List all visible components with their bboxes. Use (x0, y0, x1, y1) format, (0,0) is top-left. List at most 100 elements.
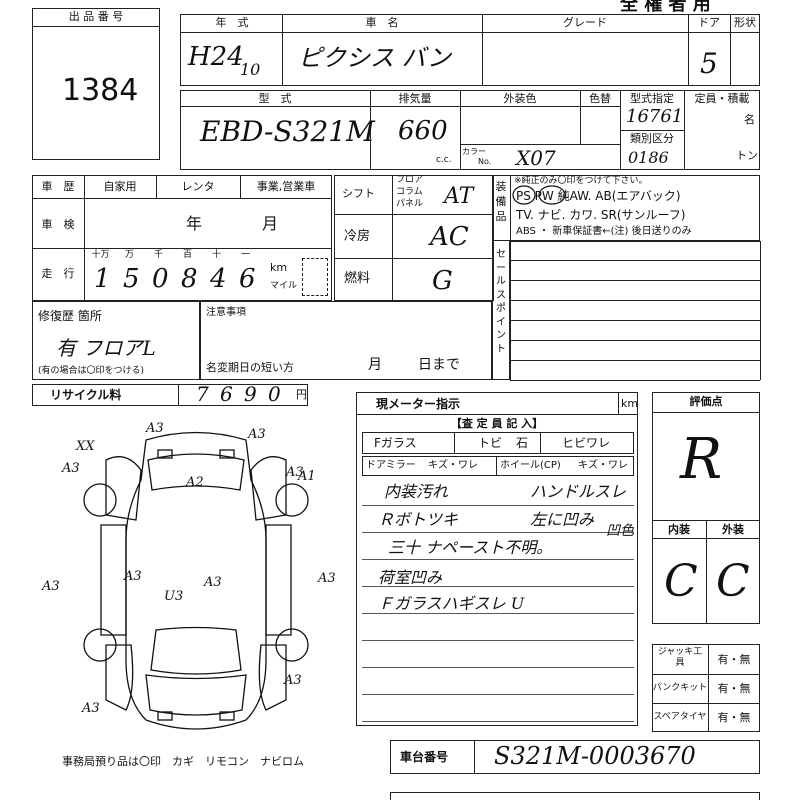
history-business: 事業,営業車 (256, 180, 316, 193)
header-row-2 (180, 90, 760, 170)
fuel-value: G (432, 266, 453, 296)
note-line (362, 640, 634, 641)
equip-note: ※純正のみ〇印をつけて下さい。 (514, 176, 648, 186)
note-7: Ｆガラスハギスレ U (378, 594, 525, 613)
shape-label: 形状 (734, 16, 756, 29)
interior-value: C (664, 556, 698, 607)
capacity-label: 定員・積載 (694, 92, 750, 105)
damage-mark: A3 (145, 421, 164, 436)
mileage-digit: 4 (210, 264, 227, 294)
office-items: 事務局預り品は〇印 カギ リモコン ナビロム (62, 755, 304, 768)
shift-floor: フロア (396, 175, 424, 185)
type-label: 型式指定 (630, 92, 674, 105)
equip-label: 装備品 (495, 180, 507, 223)
note-5: 三十 ナペースト不明。 (388, 538, 553, 557)
mirror-row (362, 456, 634, 476)
note-line (362, 559, 634, 560)
repair-label: 修復歴 箇所 (38, 309, 102, 323)
class-value: 0186 (628, 148, 669, 167)
puncture-yes-no[interactable]: 有・無 (717, 682, 751, 695)
tools-box (652, 644, 760, 732)
note-line (362, 586, 634, 587)
km-unit: km (270, 261, 288, 274)
inspector-label: 【査 定 員 記 入】 (450, 417, 544, 430)
attention-box (200, 301, 492, 380)
note-6: 荷室凹み (378, 568, 443, 587)
recycle-label: リサイクル料 (50, 388, 122, 402)
mileage-digit: 5 (123, 264, 140, 294)
damage-mark: U3 (164, 589, 183, 604)
shift-label: シフト (342, 187, 375, 200)
recycle-digit: 0 (268, 382, 281, 406)
note-line (362, 667, 634, 668)
exterior-rating-label: 外装 (722, 523, 744, 536)
note-3: Ｒボトツキ (378, 510, 459, 529)
rating-label: 評価点 (689, 395, 723, 408)
note-1: 内装汚れ (384, 482, 449, 501)
mile-checkbox[interactable] (302, 258, 328, 296)
owner-label: 全 権 者 用 (620, 0, 711, 15)
puncture-label: パンクキット (652, 683, 708, 693)
damage-mark: A1 (297, 469, 316, 484)
spare-yes-no[interactable]: 有・無 (717, 711, 751, 724)
disp-unit: c.c. (436, 155, 452, 165)
note-line (362, 613, 634, 614)
f-glass-label: Fガラス (374, 436, 417, 450)
disp-label: 排気量 (398, 92, 432, 105)
equipment-box (492, 175, 760, 241)
equip-line-2: TV. ナビ. カワ. SR(サンルーフ) (516, 208, 686, 222)
exterior-value: C (716, 556, 750, 607)
door-value: 5 (700, 47, 718, 80)
disp-value: 660 (398, 116, 448, 146)
color-change-label: 色替 (589, 92, 611, 105)
note-line (362, 532, 634, 533)
inspection-month-unit: 月 (262, 214, 279, 233)
equip-circles (512, 185, 566, 205)
mileage-digit-label: 百 (182, 250, 192, 260)
shift-value: AT (444, 184, 474, 209)
meter-label: 現メーター指示 (376, 397, 461, 411)
damage-mark: XX (75, 439, 95, 454)
model-label: 型 式 (258, 92, 292, 105)
mile-unit: マイル (270, 281, 298, 291)
color-value: X07 (516, 146, 556, 170)
sales-point-box (492, 241, 510, 380)
shift-column: コラム (396, 187, 423, 197)
note-right: 凹色 (606, 523, 634, 539)
repair-box (32, 301, 200, 380)
spare-label: スペアタイヤ (653, 712, 707, 722)
jack-yes-no[interactable]: 有・無 (717, 653, 751, 666)
mileage-digit-label: 十万 (91, 250, 110, 260)
mirror-options: キズ・ワレ (428, 460, 478, 471)
note-line (362, 721, 634, 722)
mileage-digit-label: 十 (211, 250, 221, 260)
recycle-digit: 6 (220, 382, 233, 406)
chassis-box (390, 740, 760, 774)
damage-mark: A3 (61, 461, 80, 476)
shift-panel: パネル (396, 199, 424, 209)
equip-line-1: PS PW 純AW. AB(エアバック) (516, 189, 681, 203)
meter-unit: km (621, 397, 639, 410)
interior-label: 内装 (668, 523, 690, 536)
glass-row (362, 432, 634, 454)
mileage-digit-label: 一 (240, 250, 250, 260)
damage-mark: A3 (285, 465, 304, 480)
exterior-label: 外装色 (503, 92, 537, 105)
lot-number-box (32, 8, 160, 160)
tobi-label: トビ (478, 436, 503, 450)
mileage-digit-label: 万 (124, 250, 134, 260)
mileage-digit: 1 (94, 264, 111, 294)
model-value: EBD-S321M (200, 115, 375, 148)
chassis-value: S321M-0003670 (494, 742, 696, 770)
inspection-year-unit: 年 (186, 214, 203, 233)
rating-value: R (680, 427, 723, 492)
recycle-unit: 円 (296, 388, 307, 401)
note-4: 左に凹み (530, 510, 595, 529)
mileage-digit: 8 (181, 264, 198, 294)
door-label: ドア (698, 16, 720, 29)
mileage-digit-label: 千 (153, 250, 163, 260)
capacity-unit-people: 名 (744, 113, 755, 126)
history-label: 車 歴 (41, 180, 75, 193)
recycle-digit: 7 (196, 382, 209, 406)
